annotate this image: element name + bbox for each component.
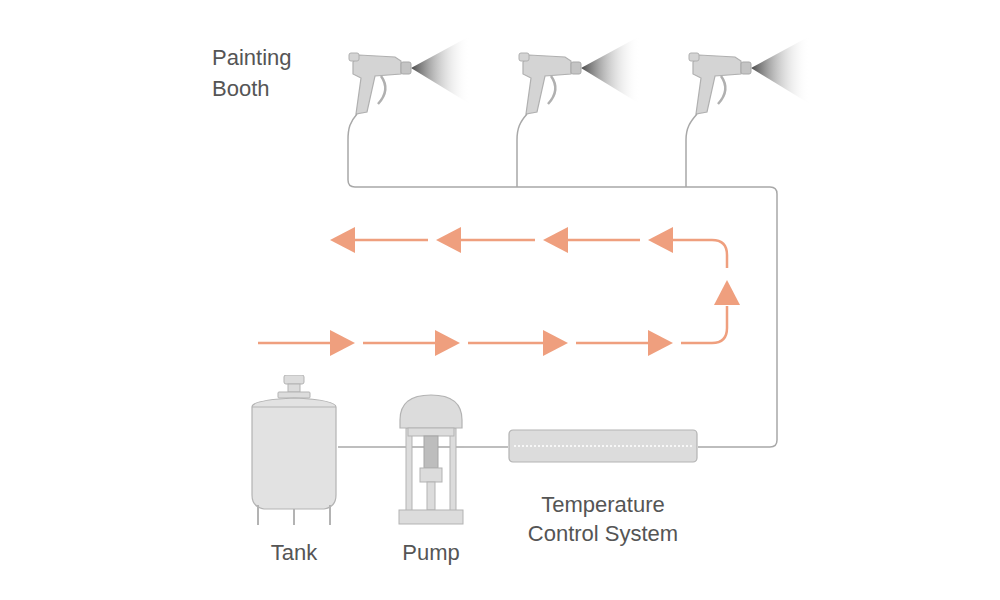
tank-unit: Tank xyxy=(250,375,338,567)
illustration-part xyxy=(252,398,336,509)
area-label: Painting Booth xyxy=(212,42,322,104)
illustration-part xyxy=(435,330,460,356)
illustration-part xyxy=(284,375,304,384)
illustration-part xyxy=(714,280,740,305)
illustration-part xyxy=(330,330,355,356)
illustration-part xyxy=(288,384,300,392)
equipment-label: Pump xyxy=(398,538,464,567)
equipment-label: Temperature Control System xyxy=(518,490,688,548)
illustration-part xyxy=(543,227,568,253)
supply-pipe xyxy=(348,114,777,447)
illustration-part xyxy=(399,510,463,524)
illustration-part xyxy=(468,342,548,345)
illustration-part xyxy=(514,445,692,447)
illustration-part xyxy=(258,342,335,345)
equipment-illustration xyxy=(508,428,698,464)
pipe-connector xyxy=(338,446,398,448)
equipment-illustration xyxy=(398,390,464,527)
spray-gun xyxy=(349,36,470,114)
gun-hose xyxy=(686,114,697,187)
illustration-part xyxy=(456,239,535,242)
illustration-part xyxy=(509,430,697,462)
illustration-part xyxy=(363,342,440,345)
illustration-part xyxy=(258,505,330,525)
illustration-part xyxy=(424,436,438,468)
illustration-part xyxy=(543,330,568,356)
illustration-part xyxy=(408,428,454,436)
flow-arrows xyxy=(258,227,740,356)
illustration-part xyxy=(330,227,355,253)
pump-unit: Pump xyxy=(398,390,464,567)
spray-gun xyxy=(519,36,640,114)
temperature-control-unit: Temperature Control System xyxy=(508,428,698,548)
illustration-part xyxy=(670,240,727,268)
illustration-part xyxy=(406,428,412,512)
gun-hose xyxy=(517,114,527,187)
illustration-part xyxy=(400,395,462,428)
illustration-part xyxy=(576,342,653,345)
illustration-part xyxy=(420,468,442,482)
spray-gun xyxy=(689,36,810,114)
illustration-part xyxy=(252,406,336,407)
illustration-part xyxy=(648,227,673,253)
pipe-connector xyxy=(464,446,508,448)
illustration-part xyxy=(350,239,428,242)
illustration-part xyxy=(648,330,673,356)
equipment-label: Tank xyxy=(250,538,338,567)
illustration-part xyxy=(563,239,640,242)
illustration-part xyxy=(427,482,435,510)
illustration-part xyxy=(450,428,456,512)
illustration-part xyxy=(278,392,310,398)
illustration-part xyxy=(681,306,727,343)
illustration-part xyxy=(436,227,461,253)
equipment-illustration xyxy=(250,375,338,527)
